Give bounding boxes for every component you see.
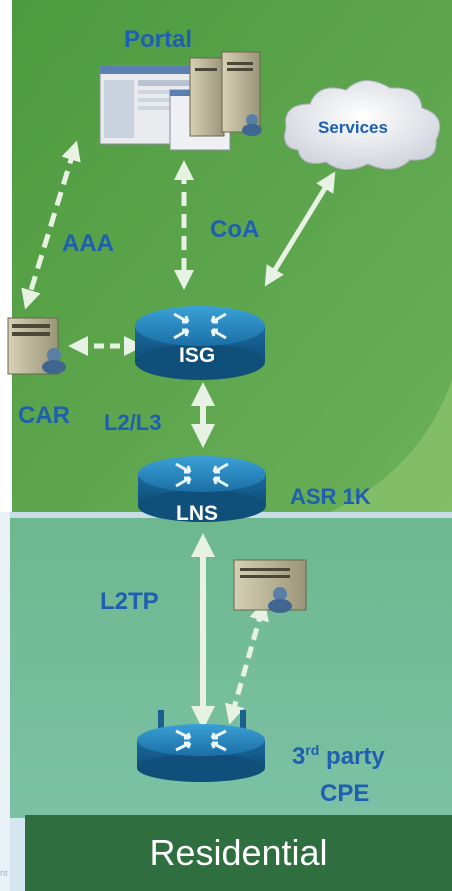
third-party-word: party bbox=[319, 743, 385, 770]
car-server-icon bbox=[7, 317, 66, 375]
lower-left-strip bbox=[0, 512, 10, 891]
portal-label: Portal bbox=[124, 26, 193, 53]
asr-label: ASR 1K bbox=[290, 484, 371, 509]
cpe-router-icon bbox=[137, 710, 265, 782]
services-link bbox=[264, 171, 336, 287]
residential-section-title: Residential bbox=[25, 815, 452, 891]
aaa-label: AAA bbox=[62, 230, 114, 257]
third-party-label: 3rd party bbox=[292, 742, 385, 771]
coa-label: CoA bbox=[210, 216, 260, 243]
lns-router-label: LNS bbox=[176, 502, 218, 525]
footer-fragment: nt bbox=[0, 868, 8, 878]
lns-router-icon bbox=[138, 456, 266, 522]
services-cloud-icon bbox=[284, 80, 441, 170]
isg-router-icon bbox=[135, 306, 265, 380]
residential-server-icon bbox=[233, 559, 307, 613]
car-label: CAR bbox=[18, 402, 70, 429]
l2l3-label: L2/L3 bbox=[104, 410, 162, 435]
isg-router-label: ISG bbox=[179, 344, 216, 367]
aaa-link bbox=[21, 140, 81, 310]
portal-icon bbox=[99, 51, 262, 151]
l2tp-label: L2TP bbox=[100, 588, 159, 615]
third-party-suffix: rd bbox=[305, 742, 320, 758]
services-label: Services bbox=[318, 118, 388, 137]
cpe-label: CPE bbox=[320, 780, 370, 807]
third-party-number: 3 bbox=[292, 743, 306, 770]
green-panel-corner bbox=[330, 380, 452, 512]
